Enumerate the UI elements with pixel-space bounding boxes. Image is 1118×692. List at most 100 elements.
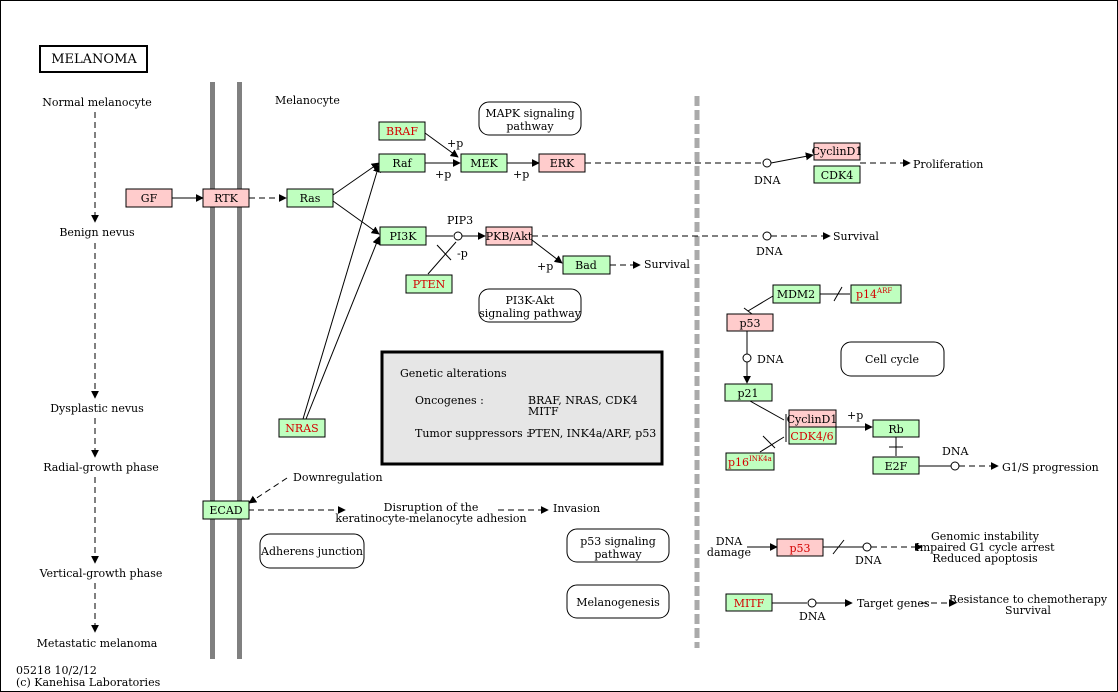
label-dna-e2f: DNA bbox=[942, 445, 969, 458]
svg-text:p53: p53 bbox=[739, 317, 760, 330]
label-plus-p-braf: +p bbox=[447, 137, 463, 150]
node-pi3k[interactable]: PI3K bbox=[379, 226, 427, 246]
node-erk[interactable]: ERK bbox=[538, 153, 586, 173]
label-g1s-progression: G1/S progression bbox=[1002, 461, 1099, 474]
node-cdk4[interactable]: CDK4 bbox=[813, 165, 861, 184]
svg-text:RTK: RTK bbox=[214, 192, 238, 205]
svg-text:PI3K-Akt: PI3K-Akt bbox=[506, 294, 555, 307]
label-genomic-2: Impaired G1 cycle arrest bbox=[915, 541, 1055, 554]
compartment-label: Melanocyte bbox=[275, 94, 340, 107]
node-ecad[interactable]: ECAD bbox=[202, 500, 250, 520]
stage-dysplastic-nevus: Dysplastic nevus bbox=[50, 402, 144, 415]
svg-text:p16INK4a: p16INK4a bbox=[728, 455, 772, 469]
svg-text:Melanogenesis: Melanogenesis bbox=[576, 596, 660, 609]
node-cdk4-6[interactable]: CDK4/6 bbox=[788, 426, 837, 445]
svg-text:pathway: pathway bbox=[506, 120, 554, 133]
svg-text:MAPK signaling: MAPK signaling bbox=[485, 107, 574, 120]
node-p53-bottom[interactable]: p53 bbox=[776, 538, 824, 557]
svg-text:Bad: Bad bbox=[575, 259, 597, 272]
svg-text:CyclinD1: CyclinD1 bbox=[812, 145, 863, 158]
node-rb[interactable]: Rb bbox=[872, 419, 920, 438]
legend-title: Genetic alterations bbox=[400, 367, 507, 380]
label-proliferation: Proliferation bbox=[913, 158, 983, 171]
label-invasion: Invasion bbox=[553, 502, 600, 515]
stage-radial-growth: Radial-growth phase bbox=[43, 461, 159, 474]
svg-text:Ras: Ras bbox=[300, 192, 321, 205]
pathway-link-adherens[interactable]: Adherens junction bbox=[259, 533, 365, 569]
label-plus-p-raf: +p bbox=[435, 168, 451, 181]
stage-metastatic: Metastatic melanoma bbox=[37, 637, 158, 650]
label-dna-proliferation: DNA bbox=[754, 174, 781, 187]
svg-text:p53 signaling: p53 signaling bbox=[580, 535, 656, 548]
node-p21[interactable]: p21 bbox=[724, 383, 773, 402]
svg-text:BRAF: BRAF bbox=[386, 125, 418, 138]
node-braf[interactable]: BRAF bbox=[378, 121, 426, 141]
node-bad[interactable]: Bad bbox=[562, 255, 611, 275]
svg-text:PTEN: PTEN bbox=[413, 278, 446, 291]
node-cyclind1-bottom[interactable]: CyclinD1 bbox=[787, 409, 838, 428]
svg-text:pathway: pathway bbox=[594, 548, 642, 561]
node-gf[interactable]: GF bbox=[125, 188, 173, 208]
node-mdm2[interactable]: MDM2 bbox=[772, 284, 821, 304]
node-e2f[interactable]: E2F bbox=[872, 456, 920, 475]
stage-vertical-growth: Vertical-growth phase bbox=[39, 567, 163, 580]
node-ras[interactable]: Ras bbox=[286, 188, 334, 208]
label-genomic-3: Reduced apoptosis bbox=[932, 552, 1038, 565]
label-pip3: PIP3 bbox=[447, 214, 473, 227]
footer-id: 05218 10/2/12 bbox=[16, 664, 97, 677]
svg-text:CDK4: CDK4 bbox=[821, 169, 853, 182]
page-title: MELANOMA bbox=[51, 52, 137, 67]
edges bbox=[172, 132, 999, 608]
legend-suppressors-label: Tumor suppressors : bbox=[415, 427, 530, 440]
label-plus-p-mek: +p bbox=[513, 168, 529, 181]
node-pten[interactable]: PTEN bbox=[405, 274, 453, 294]
stage-benign-nevus: Benign nevus bbox=[59, 226, 135, 239]
label-genomic-1: Genomic instability bbox=[931, 530, 1040, 543]
pathway-link-p53[interactable]: p53 signaling pathway bbox=[566, 528, 670, 563]
svg-text:MITF: MITF bbox=[734, 597, 765, 610]
svg-text:E2F: E2F bbox=[885, 460, 908, 473]
pathway-link-cell-cycle[interactable]: Cell cycle bbox=[840, 341, 945, 377]
stage-normal-melanocyte: Normal melanocyte bbox=[42, 96, 152, 109]
pathway-link-mapk[interactable]: MAPK signaling pathway bbox=[478, 101, 582, 136]
node-rtk[interactable]: RTK bbox=[202, 188, 250, 208]
svg-text:PI3K: PI3K bbox=[390, 230, 418, 243]
node-raf[interactable]: Raf bbox=[378, 153, 426, 173]
node-mek[interactable]: MEK bbox=[460, 153, 508, 173]
svg-text:p21: p21 bbox=[737, 387, 758, 400]
node-pkb-akt[interactable]: PKB/Akt bbox=[485, 226, 533, 246]
svg-text:GF: GF bbox=[141, 192, 158, 205]
pathway-link-pi3k-akt[interactable]: PI3K-Akt signaling pathway bbox=[478, 288, 582, 323]
footer-copyright: (c) Kanehisa Laboratories bbox=[16, 676, 161, 689]
label-dna-p53: DNA bbox=[757, 353, 784, 366]
svg-text:Rb: Rb bbox=[888, 423, 903, 436]
node-nras[interactable]: NRAS bbox=[278, 418, 326, 438]
node-p14arf[interactable]: p14ARF bbox=[850, 284, 902, 304]
genetic-alterations-legend: Genetic alterations Oncogenes : BRAF, NR… bbox=[380, 350, 664, 466]
svg-text:p53: p53 bbox=[789, 542, 810, 555]
node-p16ink4a[interactable]: p16INK4a bbox=[725, 452, 775, 471]
svg-text:ECAD: ECAD bbox=[209, 504, 242, 517]
legend-oncogenes-label: Oncogenes : bbox=[415, 394, 484, 407]
legend-oncogenes-value-1: BRAF, NRAS, CDK4 bbox=[528, 394, 638, 407]
svg-text:PKB/Akt: PKB/Akt bbox=[486, 230, 533, 243]
node-p53-top[interactable]: p53 bbox=[726, 313, 774, 332]
legend-oncogenes-value-2: MITF bbox=[528, 405, 559, 418]
pathway-link-melanogenesis[interactable]: Melanogenesis bbox=[566, 584, 670, 619]
svg-text:ERK: ERK bbox=[550, 157, 575, 170]
label-dna-damage-2: damage bbox=[707, 546, 751, 559]
node-cyclind1-top[interactable]: CyclinD1 bbox=[812, 142, 863, 161]
label-downregulation: Downregulation bbox=[293, 471, 383, 484]
label-dna-survival: DNA bbox=[756, 245, 783, 258]
svg-text:Raf: Raf bbox=[392, 157, 412, 170]
node-mitf[interactable]: MITF bbox=[725, 593, 773, 612]
svg-text:MEK: MEK bbox=[470, 157, 498, 170]
svg-text:p14ARF: p14ARF bbox=[856, 287, 892, 301]
label-survival-akt: Survival bbox=[833, 230, 879, 243]
label-resistance-1: Resistance to chemotherapy bbox=[949, 593, 1108, 606]
label-disruption-2: keratinocyte-melanocyte adhesion bbox=[335, 512, 526, 525]
label-target-genes: Target genes bbox=[857, 597, 930, 610]
label-resistance-2: Survival bbox=[1005, 604, 1051, 617]
label-plus-p-rb: +p bbox=[847, 409, 863, 422]
svg-text:Cell cycle: Cell cycle bbox=[865, 353, 919, 366]
